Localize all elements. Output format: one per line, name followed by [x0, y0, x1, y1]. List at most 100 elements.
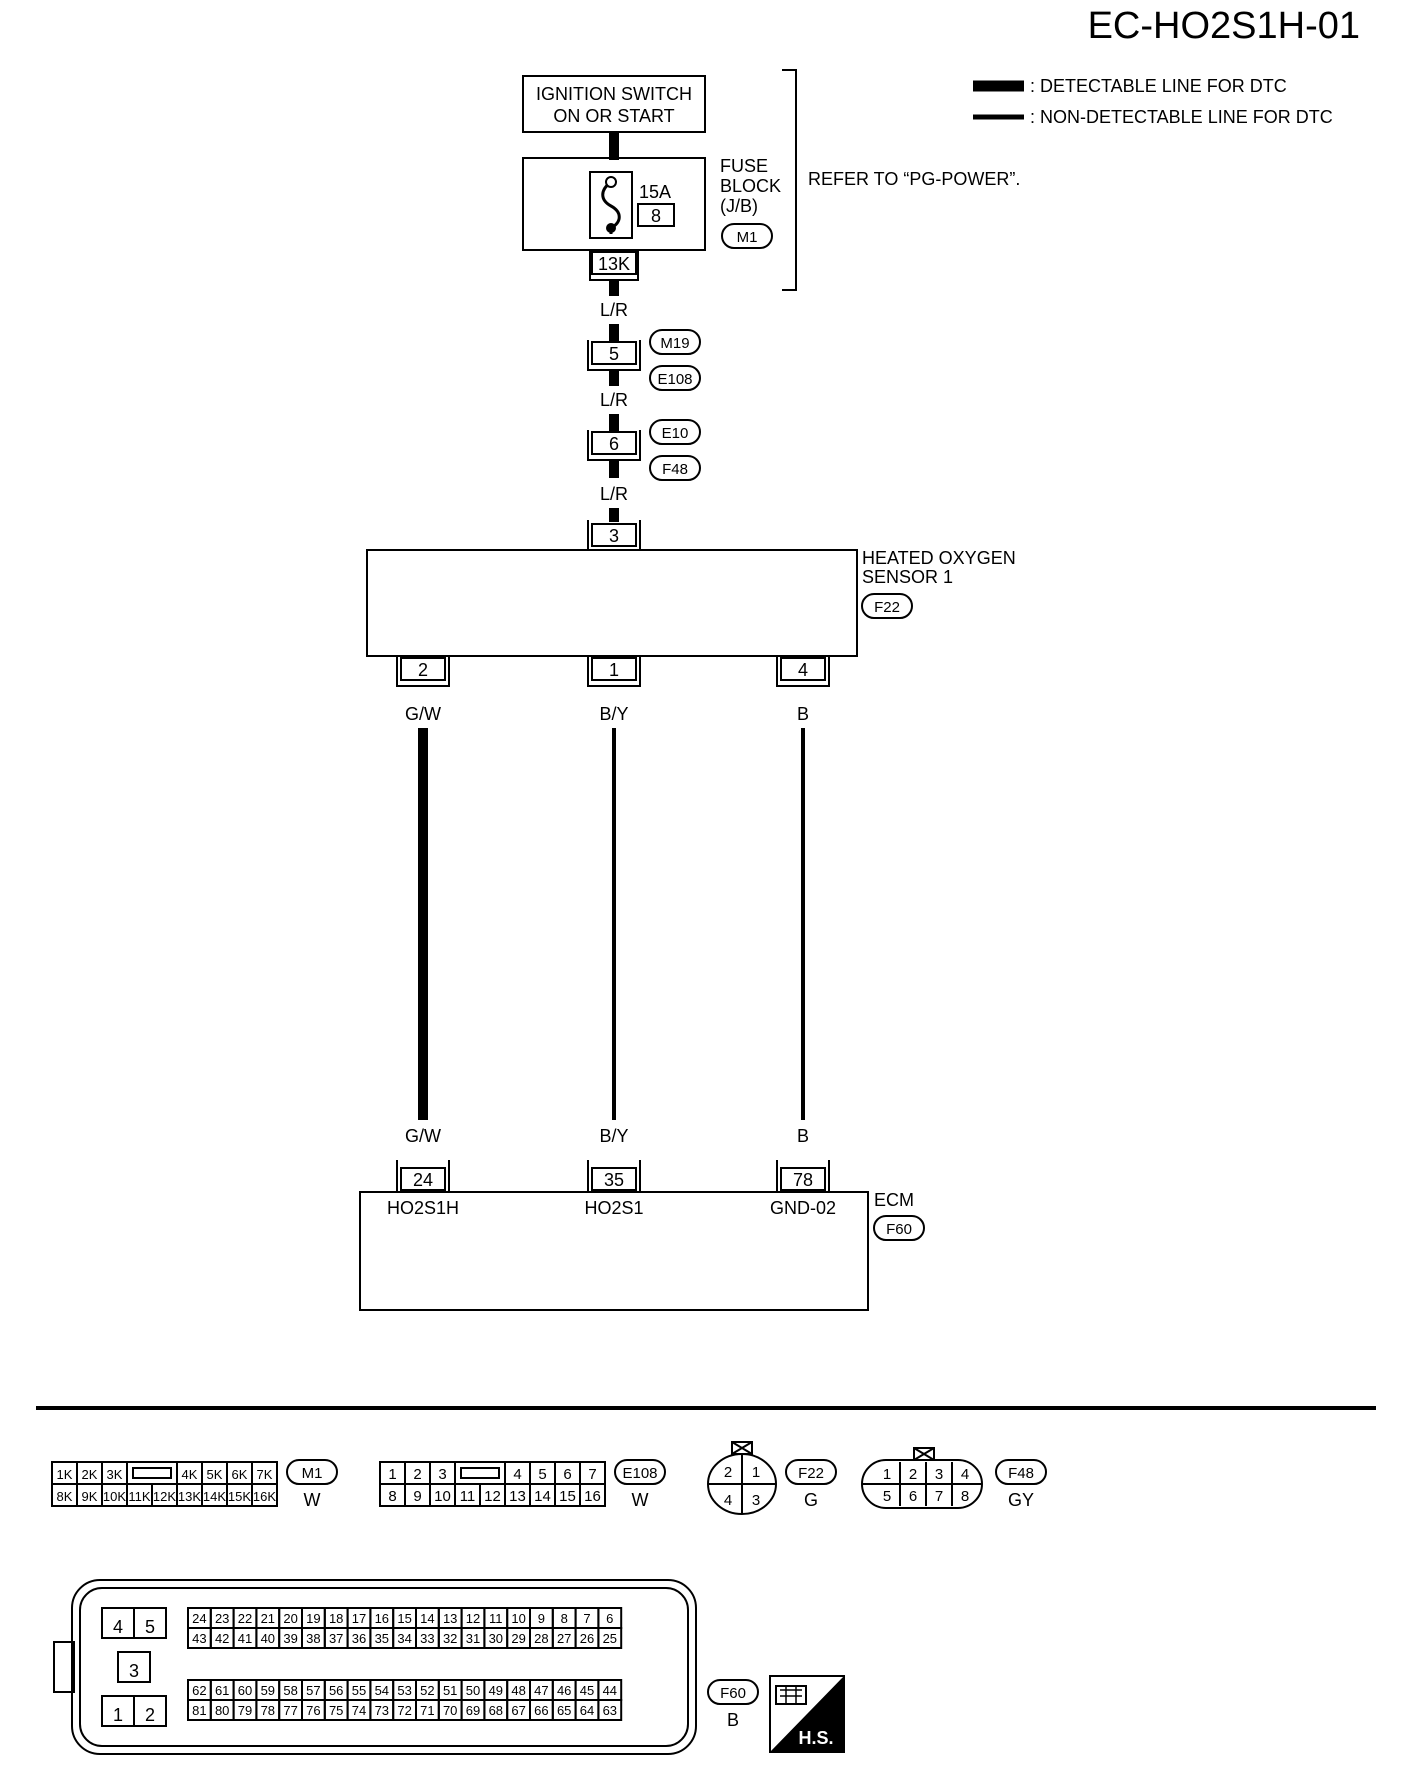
f60-left-pin: 4 [113, 1617, 123, 1637]
ignition-line2: ON OR START [553, 106, 674, 126]
hs-badge-text: H.S. [798, 1728, 833, 1748]
f60-r3-pin: 45 [580, 1683, 594, 1698]
ignition-line1: IGNITION SWITCH [536, 84, 692, 104]
m1-pin: 4K [182, 1467, 198, 1482]
wire-label-gw-top: G/W [405, 704, 441, 724]
fuse-block-label-3: (J/B) [720, 196, 758, 216]
fuse-rating: 15A [639, 182, 671, 202]
e108-cell [579, 1483, 606, 1507]
f60-r4-pin: 72 [397, 1703, 411, 1718]
m1-pin: 13K [178, 1489, 201, 1504]
refer-pg-power: REFER TO “PG-POWER”. [808, 169, 1020, 189]
f22-latch-x [731, 1441, 753, 1455]
e108-pin: 10 [434, 1488, 451, 1505]
f60-r1-pin: 16 [375, 1611, 389, 1626]
m1-pin: 10K [103, 1489, 126, 1504]
f60-r2-pin: 35 [375, 1631, 389, 1646]
f48-pin: 4 [961, 1466, 969, 1483]
e108-pin: 5 [538, 1466, 546, 1483]
legend-detectable-label: : DETECTABLE LINE FOR DTC [1030, 76, 1287, 96]
f60-left-cell [133, 1695, 167, 1727]
f60-r3-pin: 62 [192, 1683, 206, 1698]
ecm: 24 35 78 HO2S1H HO2S1 GND-02 ECM F60 [359, 1160, 925, 1311]
f60-r3-pin: 54 [375, 1683, 389, 1698]
f60-r2-pin: 42 [215, 1631, 229, 1646]
legend: : DETECTABLE LINE FOR DTC : NON-DETECTAB… [973, 76, 1333, 127]
ecm-connector: F60 [886, 1221, 912, 1238]
f60-r2-cell [597, 1627, 623, 1649]
m1-key [126, 1461, 178, 1485]
wire-label-by-bottom: B/Y [599, 1126, 628, 1146]
f48-latch [913, 1447, 935, 1461]
f48-pin: 7 [935, 1488, 943, 1505]
heated-oxygen-sensor: HEATED OXYGEN SENSOR 1 F22 2 1 4 [366, 548, 1016, 687]
f60-r1-pin: 13 [443, 1611, 457, 1626]
f60-r4-pin: 70 [443, 1703, 457, 1718]
joint-m19-e108: 5 M19 E108 [587, 329, 701, 391]
f60-r4-pin: 74 [352, 1703, 366, 1718]
f60-r4-cell [597, 1699, 623, 1721]
f48-latch-x [913, 1447, 935, 1461]
f60-r4-pin: 81 [192, 1703, 206, 1718]
f60-r1-pin: 8 [561, 1611, 568, 1626]
f60-r1-pin: 18 [329, 1611, 343, 1626]
e108-pin: 15 [559, 1488, 576, 1505]
e108-pin: 8 [388, 1488, 396, 1505]
f48-pin: 8 [961, 1488, 969, 1505]
wire-color-lr-1: L/R [600, 300, 628, 320]
legend-non-detectable-label: : NON-DETECTABLE LINE FOR DTC [1030, 107, 1333, 127]
m1-pin: 11K [128, 1489, 150, 1504]
e108-key [454, 1461, 506, 1485]
f60-r2-pin: 34 [397, 1631, 411, 1646]
sensor-top-terminal: 3 [609, 526, 619, 546]
ecm-signal-b: HO2S1 [584, 1198, 643, 1218]
f60-r2-pin: 43 [192, 1631, 206, 1646]
sensor-terminal-a: 2 [418, 660, 428, 680]
f60-r3-pin: 51 [443, 1683, 457, 1698]
m1-pin: 16K [253, 1489, 276, 1504]
f60-r2-pin: 40 [261, 1631, 275, 1646]
ecm-terminal-a: 24 [413, 1170, 433, 1190]
f60-r2-pin: 31 [466, 1631, 480, 1646]
e108-pin: 6 [563, 1466, 571, 1483]
f60-r4-pin: 80 [215, 1703, 229, 1718]
fuse-block: 15A 8 FUSE BLOCK (J/B) M1 13K [522, 156, 781, 281]
f60-r3-pin: 55 [352, 1683, 366, 1698]
f48-connector-id-bg [995, 1459, 1047, 1485]
joint2-terminal: 6 [609, 434, 619, 454]
fuse-terminal: 13K [598, 254, 630, 274]
e108-connector-id: E108 [622, 1465, 657, 1482]
f60-r4-pin: 67 [511, 1703, 525, 1718]
joint1-terminal: 5 [609, 344, 619, 364]
f60-r4-pin: 73 [375, 1703, 389, 1718]
e108-connector-color: W [632, 1490, 649, 1510]
f60-left-pin: 3 [129, 1661, 139, 1681]
f60-r1-pin: 10 [511, 1611, 525, 1626]
e108-key-inner [460, 1467, 500, 1479]
e108-pin: 1 [388, 1466, 396, 1483]
f60-r3-pin: 50 [466, 1683, 480, 1698]
e108-pin: 16 [584, 1488, 601, 1505]
m1-pin: 7K [257, 1467, 273, 1482]
wire-color-lr-3: L/R [600, 484, 628, 504]
f60-left-pin: 5 [145, 1617, 155, 1637]
f60-r2-pin: 39 [283, 1631, 297, 1646]
m1-pin: 9K [82, 1489, 98, 1504]
f60-r2-pin: 28 [534, 1631, 548, 1646]
f60-r2-pin: 41 [238, 1631, 252, 1646]
sensor-terminal-b: 1 [609, 660, 619, 680]
ecm-label: ECM [874, 1190, 914, 1210]
wire-label-b-top: B [797, 704, 809, 724]
fuse-block-label-1: FUSE [720, 156, 768, 176]
e108-connector-id-bg [614, 1459, 666, 1485]
e108-pin: 13 [509, 1488, 526, 1505]
e108-pin: 7 [588, 1466, 596, 1483]
m1-cell [251, 1483, 278, 1507]
joint1-connector-bottom: E108 [657, 371, 692, 388]
f60-r1-pin: 19 [306, 1611, 320, 1626]
f60-r2-pin: 29 [511, 1631, 525, 1646]
f60-left-pin: 1 [113, 1705, 123, 1725]
sensor-terminal-c: 4 [798, 660, 808, 680]
